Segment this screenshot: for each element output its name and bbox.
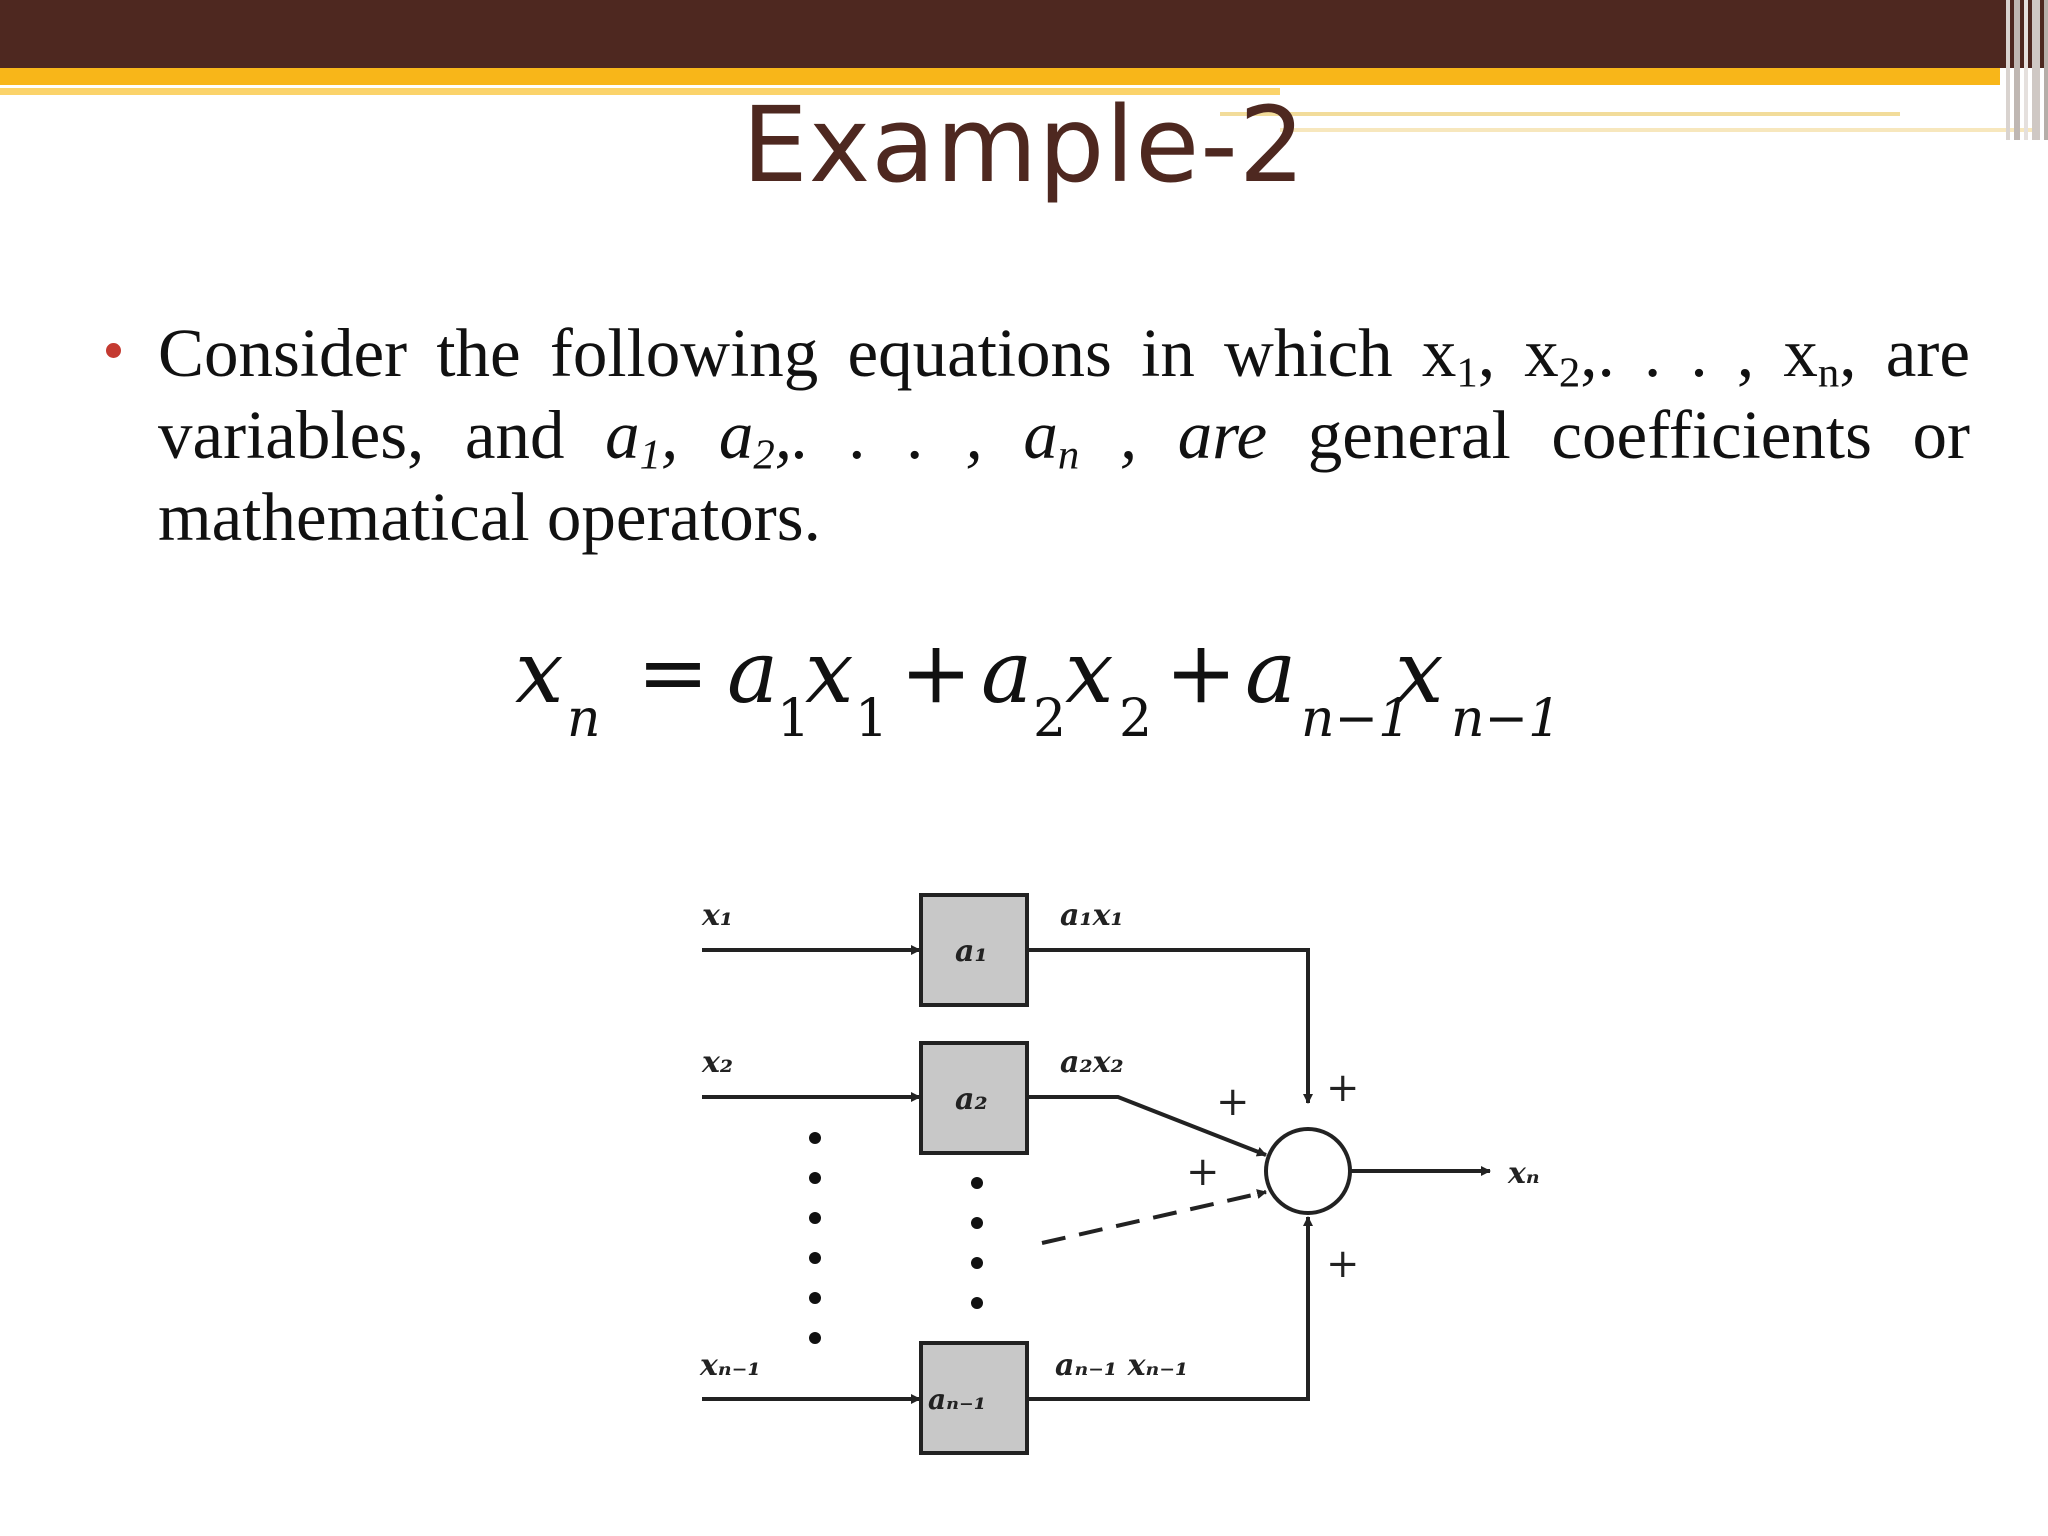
bullet-text: Consider the following equations in whic… [158,312,1970,558]
bullet-line-1: Consider the following equations in whic… [158,315,1971,397]
path-dashed [1041,1189,1267,1245]
eq-x2-sub: 2 [1119,689,1152,749]
path-1 [1027,948,1313,1104]
slide-title: Example-2 [742,84,1306,206]
eq-lhs-sub: n [567,689,601,749]
eq-x1: x [805,632,854,723]
header-gold-underline [0,88,1280,95]
sign-plus-bottom: + [1326,1241,1360,1287]
bullet-dot [106,343,121,358]
gain-block-2 [919,1041,1029,1155]
product-label-2: a₂x₂ [1060,1045,1124,1080]
bullet-line-3: mathematical operators. [158,479,821,555]
bullet-line-2: variables, and a1, a2,. . . , an , are g… [158,397,1971,479]
gain-block-n1 [919,1341,1029,1455]
sign-plus-path2: + [1216,1079,1250,1125]
eq-plus-2: + [1165,632,1237,723]
sign-plus-top: + [1326,1065,1360,1111]
eq-a1-sub: 1 [777,689,810,749]
eq-x2: x [1065,632,1114,723]
summing-junction [1264,1127,1352,1215]
eq-a1: a [727,632,778,723]
input-label-1: x₁ [701,898,733,933]
block-label-n1: aₙ₋₁ [928,1383,986,1416]
path-n1 [1027,1216,1313,1401]
header-bar [0,0,2048,68]
sign-plus-dashed: + [1186,1149,1220,1195]
eq-xn1: x [1395,632,1444,723]
input-label-2: x₂ [701,1045,733,1080]
gain-block-1 [919,893,1029,1007]
eq-a2-sub: 2 [1033,689,1066,749]
corner-stripes [1988,0,2048,140]
eq-equals: = [637,632,709,723]
eq-plus-1: + [900,632,972,723]
product-label-n1: aₙ₋₁ xₙ₋₁ [1055,1348,1188,1383]
block-diagram: x₁ x₂ xₙ₋₁ a₁ a₂ aₙ₋₁ a₁x₁ a₂x₂ aₙ₋₁ xₙ₋… [699,893,1540,1455]
path-2 [1027,1095,1267,1157]
header-deco-line [1220,112,1900,116]
output-label: xₙ [1507,1156,1540,1191]
block-label-1: a₁ [955,934,988,969]
block-label-2: a₂ [955,1082,988,1117]
header-deco-line [1280,128,2040,132]
product-label-1: a₁x₁ [1060,898,1124,933]
equation: x n = a 1 x 1 + a 2 x 2 + a n−1 x n−1 [515,632,1561,749]
header-gold-band [0,68,2000,85]
eq-xn1-sub: n−1 [1451,689,1561,749]
input-label-n1: xₙ₋₁ [699,1348,761,1383]
eq-a2: a [981,632,1032,723]
eq-an1-sub: n−1 [1301,689,1411,749]
eq-an1: a [1245,632,1296,723]
ellipsis-dots [809,1132,983,1344]
eq-x1-sub: 1 [855,689,888,749]
eq-lhs-x: x [515,632,564,723]
